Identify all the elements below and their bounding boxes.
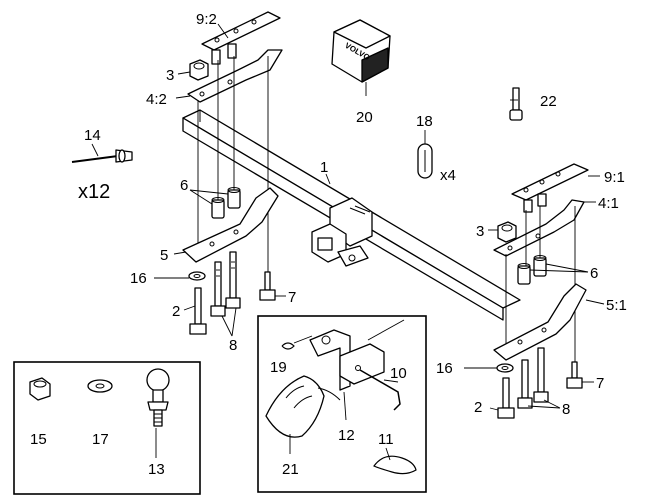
spacer-top-right <box>523 199 533 213</box>
receiver-adapter-12 <box>309 319 405 391</box>
nut-3-right <box>497 221 517 243</box>
hitch-cover-20: VOLVO <box>331 19 391 83</box>
inset-box-accessories <box>257 315 427 493</box>
label-part-13: 13 <box>148 461 165 478</box>
label-part-18: 18 <box>416 113 433 130</box>
bolts-right <box>497 347 549 419</box>
label-part-11: 11 <box>378 431 394 448</box>
label-part-22: 22 <box>540 93 557 110</box>
rivet-14 <box>71 149 133 163</box>
label-part-4-2: 4:2 <box>146 91 167 108</box>
spacers-6-left <box>211 187 241 219</box>
label-part-16-left: 16 <box>130 270 147 287</box>
towball-13 <box>146 368 170 427</box>
pin-10 <box>359 369 401 411</box>
label-part-1: 1 <box>320 159 328 176</box>
label-part-14: 14 <box>84 127 101 144</box>
hitch-receiver-block <box>311 197 373 267</box>
label-part-5: 5 <box>160 247 168 264</box>
label-part-9-2: 9:2 <box>196 11 217 28</box>
label-part-8-right: 8 <box>562 401 570 418</box>
label-part-15: 15 <box>30 431 47 448</box>
spacer-top-right-b <box>537 193 547 207</box>
label-part-6-left: 6 <box>180 177 188 194</box>
bracket-5-1 <box>493 283 587 361</box>
label-part-4-1: 4:1 <box>598 195 619 212</box>
label-part-2-left: 2 <box>172 303 180 320</box>
assembly-lines-right <box>505 206 576 362</box>
washer-17 <box>87 379 113 393</box>
nut-3-left <box>189 59 209 81</box>
label-part-2-right: 2 <box>474 399 482 416</box>
label-part-16-right: 16 <box>436 360 453 377</box>
label-part-3-right: 3 <box>476 223 484 240</box>
label-part-12: 12 <box>338 427 355 444</box>
bracket-5 <box>182 187 279 263</box>
label-part-7-right: 7 <box>596 375 604 392</box>
plate-9-1 <box>511 163 589 201</box>
rivet-quantity: x12 <box>78 181 110 203</box>
assembly-lines-left <box>197 56 269 272</box>
bolt-22 <box>509 87 523 121</box>
label-part-21: 21 <box>282 461 299 478</box>
spacers-6-right <box>517 255 547 285</box>
pin-19 <box>281 335 313 350</box>
washer-16-left <box>188 271 206 281</box>
label-part-17: 17 <box>92 431 109 448</box>
nut-15 <box>29 377 51 401</box>
washer-16-right <box>496 363 514 373</box>
label-part-8-left: 8 <box>229 337 237 354</box>
clip-18 <box>417 143 433 179</box>
leader-lines <box>91 23 605 461</box>
label-part-20: 20 <box>356 109 373 126</box>
label-part-5-1: 5:1 <box>606 297 627 314</box>
label-part-6-right: 6 <box>590 265 598 282</box>
bolts-left <box>189 251 241 335</box>
bolt-7-left <box>259 271 276 301</box>
bracket-4-2 <box>187 49 283 103</box>
clip-quantity: x4 <box>440 167 456 184</box>
label-part-9-1: 9:1 <box>604 169 625 186</box>
label-part-7-left: 7 <box>288 289 296 306</box>
label-part-10: 10 <box>390 365 407 382</box>
spacer-top-left-b <box>227 43 237 59</box>
cover-bag-21 <box>265 375 341 438</box>
plate-9-2 <box>201 11 281 51</box>
strap-11 <box>373 455 417 475</box>
inset-box-fasteners <box>13 361 201 495</box>
spacer-top-left <box>211 49 221 65</box>
bolt-7-right <box>566 361 583 389</box>
label-part-3-left: 3 <box>166 67 174 84</box>
label-part-19: 19 <box>270 359 287 376</box>
